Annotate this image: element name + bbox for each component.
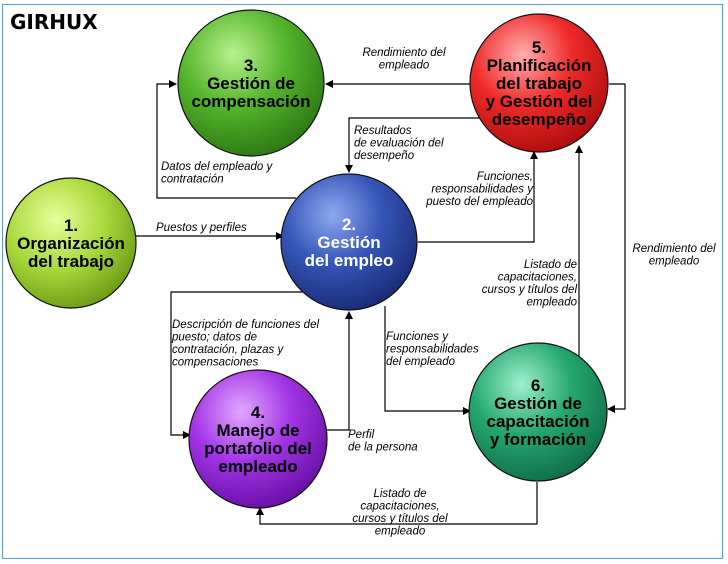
edge-planificacion-to-empleo: [345, 117, 480, 173]
node-label-line: Gestión de: [494, 394, 582, 413]
node-label-line: capacitación: [487, 412, 590, 431]
edge-label-line: contratación: [161, 174, 224, 186]
edge-label-line: empleado: [375, 526, 426, 538]
edge-label-line: responsabilidades: [386, 344, 479, 356]
node-label-line: del trabajo: [28, 252, 114, 271]
node-label-line: del trabajo: [496, 74, 582, 93]
edge-label-line: contratación, plazas y: [172, 344, 284, 356]
edge-capacitacion-to-portafolio: [256, 482, 538, 525]
node-label-line: Manejo de: [216, 421, 299, 440]
edge-empleo-to-capacitacion: [384, 306, 471, 415]
edge-label-line: Perfil: [348, 429, 375, 441]
edge-label-line: Rendimiento del: [362, 47, 446, 59]
edge-portafolio-to-empleo: [326, 311, 353, 431]
edge-planificacion-to-capacitacion: [607, 83, 626, 413]
edge-label-line: puesto del empleado: [425, 196, 533, 208]
node-label-line: portafolio del: [204, 439, 312, 458]
edge-label-line: Funciones,: [477, 171, 533, 183]
node-label-line: 6.: [531, 376, 545, 395]
node-label-line: 5.: [532, 38, 546, 57]
node-label-line: 4.: [251, 403, 265, 422]
node-label-line: 3.: [244, 56, 258, 75]
label-puestos-perfiles: Puestos y perfiles: [156, 222, 247, 234]
edge-label-line: puesto; datos de: [171, 332, 257, 344]
edge-empleo-to-planificacion: [418, 151, 538, 243]
edge-label-line: responsabilidades y: [431, 184, 534, 196]
edge-empleo-to-portafolio: [170, 291, 307, 439]
node-label-line: 1.: [64, 216, 78, 235]
edge-label-line: capacitaciones,: [360, 501, 439, 513]
node-label-line: Organización: [17, 234, 125, 253]
edge-label-line: Datos del empleado y: [161, 161, 273, 173]
node-label-line: y Gestión del: [486, 92, 593, 111]
node-label-line: y formación: [490, 430, 586, 449]
node-label-line: Gestión: [317, 233, 380, 252]
edge-label-line: Funciones y: [386, 331, 449, 343]
edges: [136, 80, 626, 525]
edge-label-line: empleado: [379, 60, 430, 72]
edge-label-line: Puestos y perfiles: [156, 222, 247, 234]
edge-label-line: compensaciones: [172, 357, 259, 369]
edge-empleo-to-compensacion: [156, 80, 296, 199]
node-label-line: compensación: [191, 92, 310, 111]
edge-label-line: Listado de: [524, 259, 577, 271]
edge-label-line: capacitaciones,: [498, 272, 577, 284]
node-label-line: empleado: [218, 457, 297, 476]
edge-label-line: del empleado: [386, 356, 456, 368]
edge-label-line: Descripción de funciones del: [172, 319, 319, 331]
edge-label-line: cursos y títulos del: [482, 284, 578, 296]
node-label-line: del empleo: [305, 251, 394, 270]
edge-label-line: empleado: [526, 297, 577, 309]
edge-label-line: desempeño: [354, 150, 415, 162]
node-label-line: 2.: [342, 215, 356, 234]
edge-label-line: Listado de: [373, 488, 426, 500]
edge-label-line: empleado: [649, 256, 700, 268]
node-label-line: Planificación: [487, 56, 592, 75]
edge-label-line: Resultados: [354, 125, 412, 137]
edge-label-line: de evaluación del: [354, 138, 444, 150]
edge-label-line: de la persona: [348, 442, 418, 454]
node-label-line: Gestión de: [207, 74, 295, 93]
edge-label-line: Rendimiento del: [632, 243, 716, 255]
node-label-line: desempeño: [492, 110, 586, 129]
diagram-title: GIRHUX: [10, 10, 98, 34]
edge-label-line: cursos y títulos del: [352, 513, 448, 525]
